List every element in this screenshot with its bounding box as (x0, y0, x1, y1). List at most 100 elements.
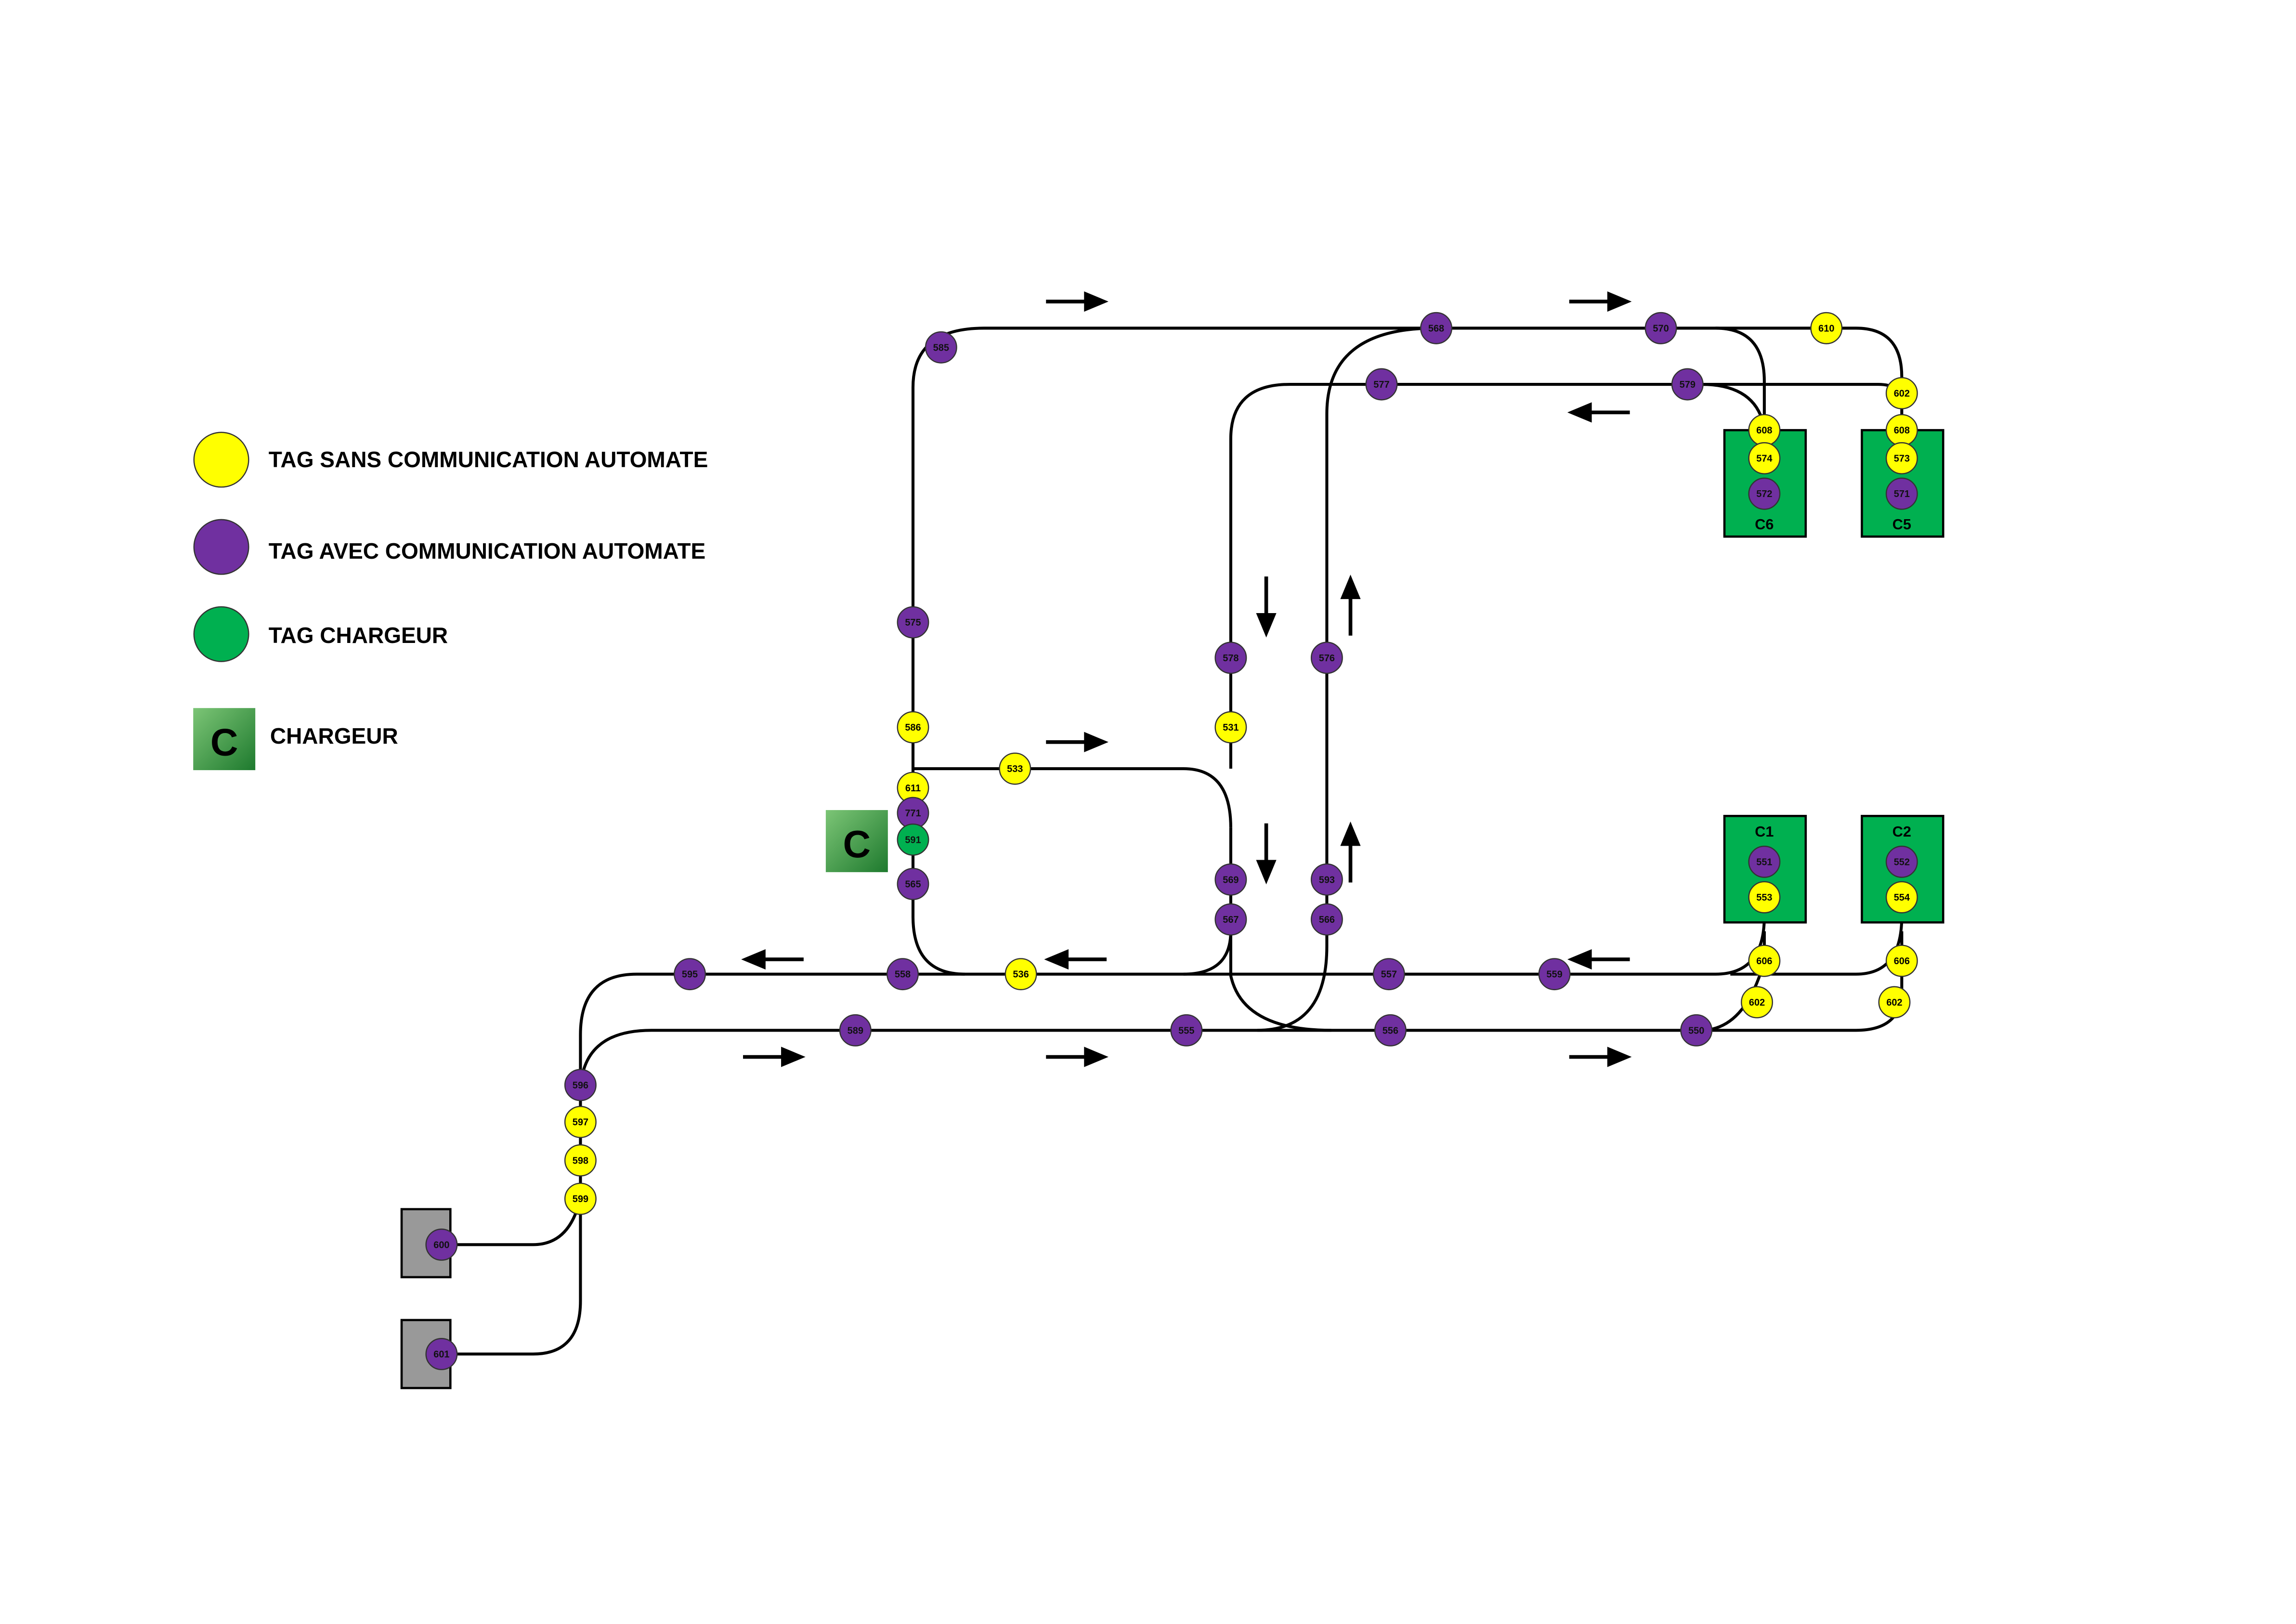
tag-circle (425, 1338, 458, 1370)
tag-circle (1748, 477, 1781, 510)
arrow-right-icon (1569, 1047, 1632, 1067)
tag-572: 572 (1748, 477, 1781, 510)
tag-label: 599 (573, 1194, 588, 1205)
tag-600: 600 (425, 1228, 458, 1261)
tag-565: 565 (897, 867, 929, 900)
arrow-left-icon (741, 949, 804, 970)
tag-595: 595 (674, 958, 706, 991)
tag-553: 553 (1748, 881, 1781, 914)
tag-label: 608 (1894, 425, 1910, 436)
tag-circle (674, 958, 706, 991)
tag-circle (1810, 312, 1843, 344)
tag-circle (999, 752, 1031, 785)
tag-599: 599 (564, 1182, 597, 1215)
tag-610: 610 (1810, 312, 1843, 344)
tag-label: 597 (573, 1117, 588, 1128)
tag-label: 601 (433, 1349, 449, 1360)
tag-label: 552 (1894, 857, 1910, 867)
tag-label: 556 (1383, 1025, 1398, 1036)
tag-597: 597 (564, 1106, 597, 1139)
tag-circle (925, 331, 957, 364)
legend-green-label: TAG CHARGEUR (269, 623, 448, 648)
tag-label: 551 (1756, 857, 1772, 867)
arrow-right-icon (743, 1047, 806, 1067)
tag-label: 598 (573, 1155, 588, 1166)
tag-label: 596 (573, 1080, 588, 1091)
tag-label: 585 (933, 342, 949, 353)
tag-567: 567 (1214, 903, 1247, 936)
tag-circle (897, 606, 929, 639)
tag-556: 556 (1374, 1014, 1407, 1047)
tag-circle (1644, 312, 1677, 344)
tag-606: 606 (1748, 944, 1781, 977)
tag-circle (1170, 1014, 1203, 1047)
tag-circle (1748, 442, 1781, 474)
legend-purple-label: TAG AVEC COMMUNICATION AUTOMATE (269, 538, 705, 563)
tag-label: 579 (1680, 380, 1696, 390)
tag-label: 554 (1894, 892, 1910, 903)
charger-c1-label: C1 (1755, 823, 1774, 840)
tag-label: 577 (1373, 380, 1389, 390)
tag-circle (897, 867, 929, 900)
tag-circle (1004, 958, 1037, 991)
tag-569: 569 (1214, 863, 1247, 896)
tag-label: 558 (895, 969, 911, 980)
tag-598: 598 (564, 1144, 597, 1177)
tag-label: 574 (1756, 454, 1772, 464)
tag-circle (1748, 845, 1781, 878)
tag-label: 570 (1653, 323, 1669, 334)
tag-label: 569 (1223, 875, 1239, 885)
direction-arrows (741, 291, 1632, 1067)
tag-circle (897, 711, 929, 744)
tag-circle (1885, 377, 1918, 409)
legend: TAG SANS COMMUNICATION AUTOMATE TAG AVEC… (193, 432, 708, 771)
tag-label: 566 (1319, 915, 1335, 925)
tag-label: 771 (905, 808, 921, 819)
legend-green-dot (193, 606, 249, 662)
legend-yellow-dot (193, 432, 249, 488)
legend-yellow-label: TAG SANS COMMUNICATION AUTOMATE (269, 447, 708, 472)
tag-574: 574 (1748, 442, 1781, 474)
tag-circle (425, 1228, 458, 1261)
tag-circle (1310, 863, 1343, 896)
charger-stations: C C6 C5 C1 C2 (400, 429, 1944, 1389)
tag-585: 585 (925, 331, 957, 364)
tag-label: 567 (1223, 915, 1239, 925)
tag-label: 575 (905, 617, 921, 628)
tag-circle (1748, 944, 1781, 977)
arrow-left-icon (1567, 949, 1630, 970)
tag-circle (1748, 881, 1781, 914)
track-lower-horizontal (579, 931, 1904, 1094)
arrow-left-icon (1044, 949, 1107, 970)
tag-589: 589 (839, 1014, 872, 1047)
tag-552: 552 (1885, 845, 1918, 878)
tag-label: 600 (433, 1240, 449, 1250)
tag-573: 573 (1885, 442, 1918, 474)
tag-circle (564, 1069, 597, 1101)
arrow-down-icon (1256, 823, 1277, 885)
tag-circle (1310, 642, 1343, 674)
tag-label: 559 (1546, 969, 1562, 980)
tag-label: 602 (1894, 388, 1910, 399)
tag-566: 566 (1310, 903, 1343, 936)
tag-602: 602 (1741, 986, 1773, 1019)
arrow-left-icon (1567, 402, 1630, 423)
tag-571: 571 (1885, 477, 1918, 510)
tag-circle (1885, 477, 1918, 510)
tag-559: 559 (1538, 958, 1571, 991)
track-567-curve (1229, 931, 1331, 1032)
tag-label: 553 (1756, 892, 1772, 903)
tag-circle (1538, 958, 1571, 991)
tag-label: 573 (1894, 454, 1910, 464)
arrow-down-icon (1256, 576, 1277, 638)
tag-608: 608 (1885, 414, 1918, 446)
tag-578: 578 (1214, 642, 1247, 674)
tag-536: 536 (1004, 958, 1037, 991)
track-576-line (1257, 327, 1435, 1032)
tag-579: 579 (1671, 368, 1704, 401)
tag-554: 554 (1885, 881, 1918, 914)
arrow-right-icon (1046, 1047, 1109, 1067)
